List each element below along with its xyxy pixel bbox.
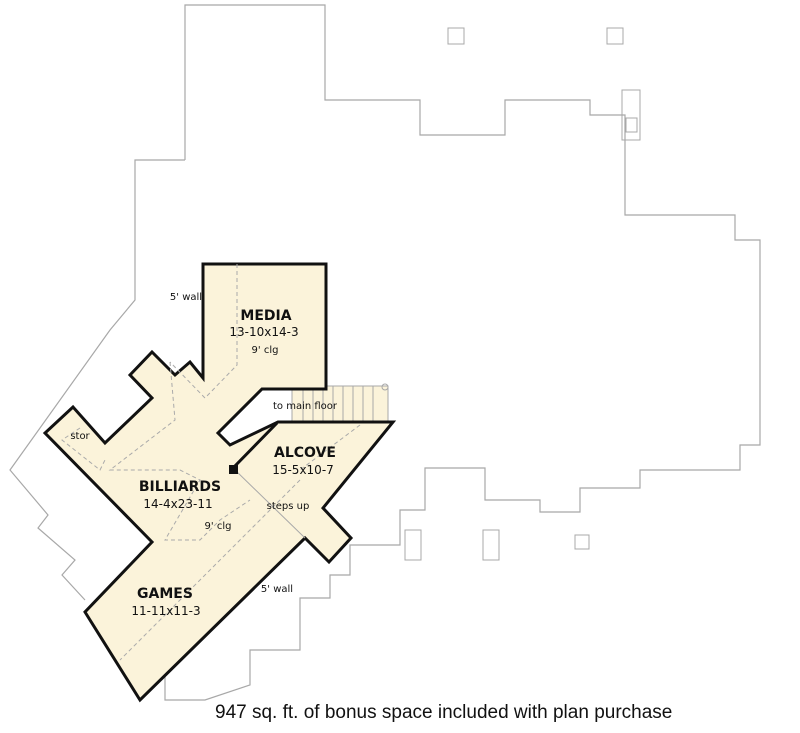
- column: [606, 27, 624, 45]
- column: [574, 534, 590, 550]
- ceiling-media: 9' clg: [251, 345, 279, 356]
- main-floor-outline: [124, 4, 761, 701]
- room-size-alcove: 15-5x10-7: [272, 463, 334, 477]
- room-name-stor: stor: [70, 431, 90, 442]
- wall-note-top: 5' wall: [169, 292, 203, 303]
- wall-post: [229, 465, 238, 474]
- room-size-media: 13-10x14-3: [229, 325, 299, 339]
- chimney: [621, 89, 641, 141]
- room-name-games: GAMES: [137, 586, 193, 602]
- ceiling-billiards: 9' clg: [204, 521, 232, 532]
- wall-note-bottom: 5' wall: [260, 584, 294, 595]
- main-floor-outline-left: [9, 159, 185, 601]
- stairs-note: to main floor: [272, 401, 338, 412]
- room-size-games: 11-11x11-3: [131, 604, 201, 618]
- stairs: [291, 385, 389, 423]
- room-name-alcove: ALCOVE: [274, 445, 336, 461]
- room-size-billiards: 14-4x23-11: [143, 497, 213, 511]
- bonus-space: [42, 262, 397, 703]
- steps-note: steps up: [266, 501, 310, 512]
- column: [482, 529, 500, 561]
- column: [447, 27, 465, 45]
- corridor-rail: [232, 467, 306, 539]
- room-name-billiards: BILLIARDS: [138, 479, 222, 495]
- ceiling-lines: [61, 264, 361, 661]
- chimney-flue: [625, 117, 638, 133]
- stair-treads: [302, 386, 374, 422]
- alcove-wall: [231, 421, 279, 470]
- room-name-media: MEDIA: [240, 308, 292, 324]
- newel-post: [381, 383, 389, 391]
- column: [404, 529, 422, 561]
- bonus-space-caption: 947 sq. ft. of bonus space included with…: [215, 702, 673, 723]
